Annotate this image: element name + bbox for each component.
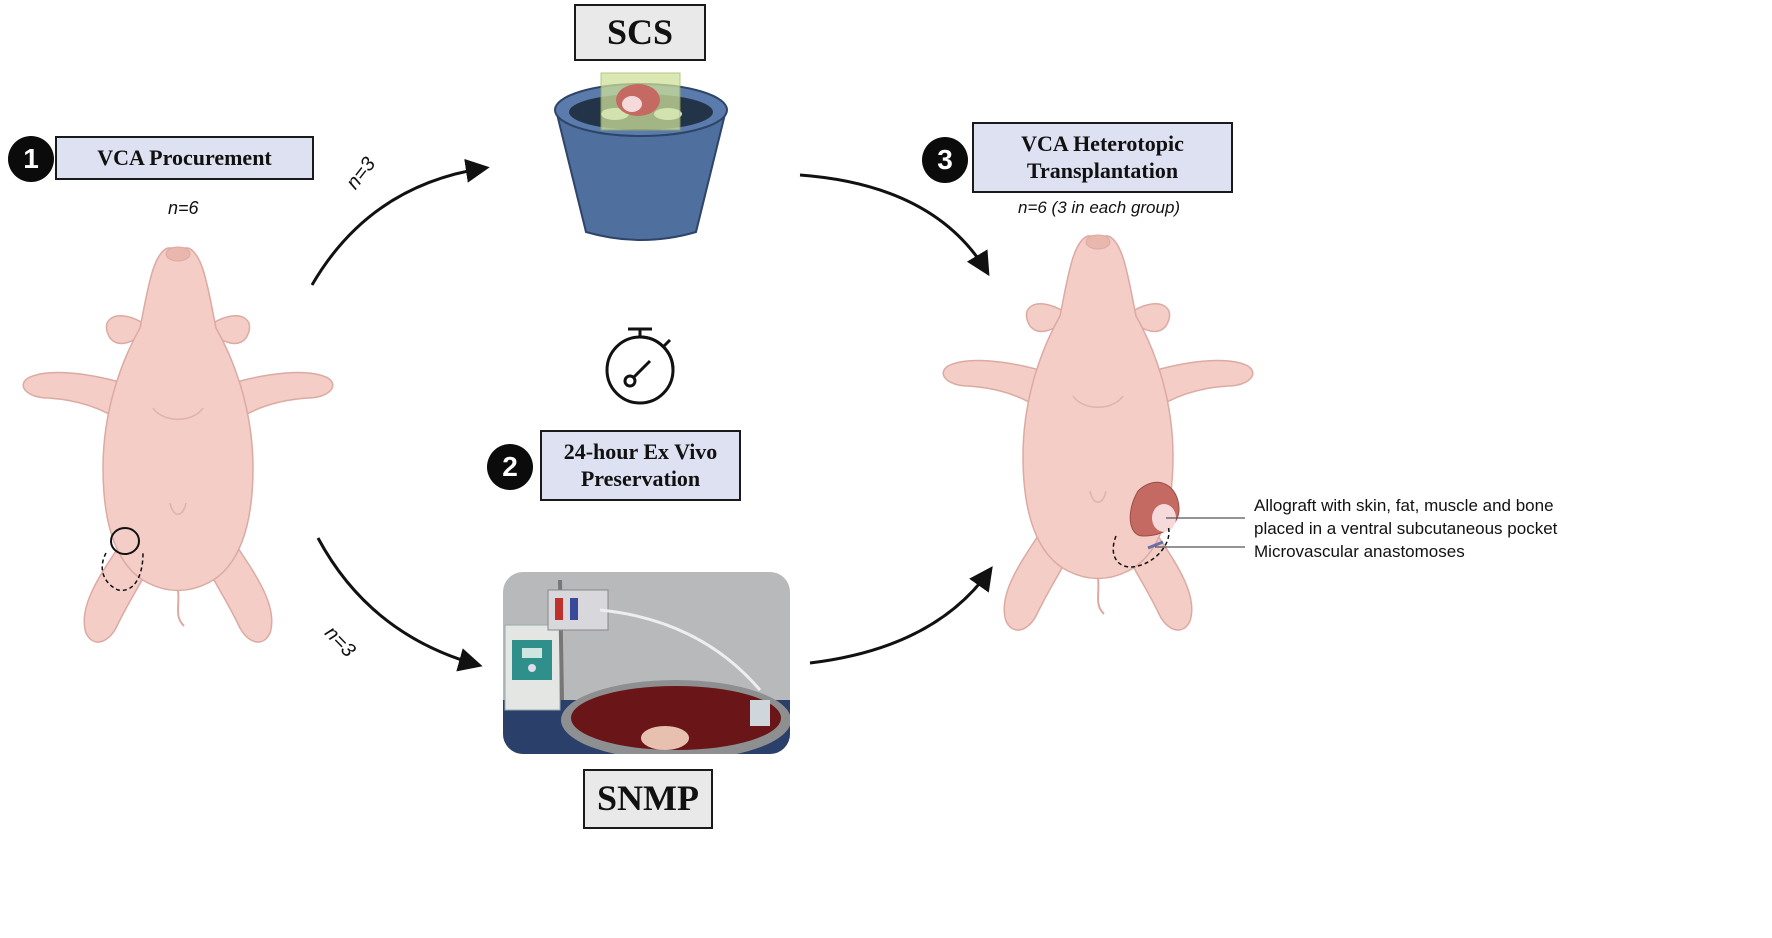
step3-title-line1: VCA Heterotopic	[1021, 131, 1184, 157]
arrow-procurement-to-snmp	[316, 537, 483, 672]
step2-title-box: 24-hour Ex Vivo Preservation	[540, 430, 741, 501]
step3-sample-size: n=6 (3 in each group)	[1018, 198, 1181, 217]
allograft-annotation-line1: Allograft with skin, fat, muscle and bon…	[1254, 496, 1554, 515]
arrow-snmp-to-transplant	[809, 566, 993, 665]
pig-donor-illustration	[22, 246, 334, 644]
stopwatch-icon	[605, 327, 675, 405]
scs-label-box: SCS	[574, 4, 706, 61]
step1-sample-size: n=6	[168, 198, 199, 218]
step3-title-box: VCA Heterotopic Transplantation	[972, 122, 1233, 193]
allograft-annotation-line2: placed in a ventral subcutaneous pocket	[1254, 519, 1558, 538]
step2-number-badge: 2	[487, 444, 533, 490]
step3-title-line2: Transplantation	[1026, 157, 1179, 183]
bucket-ice-icon	[554, 72, 728, 241]
arrow-procurement-to-scs	[310, 158, 490, 286]
step1-title-box: VCA Procurement	[55, 136, 314, 180]
perfusion-machine-photo	[503, 572, 790, 754]
step3-number-badge: 3	[922, 137, 968, 183]
step2-title-line1: 24-hour Ex Vivo	[563, 439, 718, 465]
anastomoses-annotation: Microvascular anastomoses	[1254, 542, 1465, 561]
pig-recipient-illustration	[942, 234, 1254, 632]
snmp-label-box: SNMP	[583, 769, 713, 829]
step1-number-badge: 1	[8, 136, 54, 182]
step2-title-line2: Preservation	[580, 465, 701, 491]
arrow-scs-to-transplant	[799, 173, 990, 277]
